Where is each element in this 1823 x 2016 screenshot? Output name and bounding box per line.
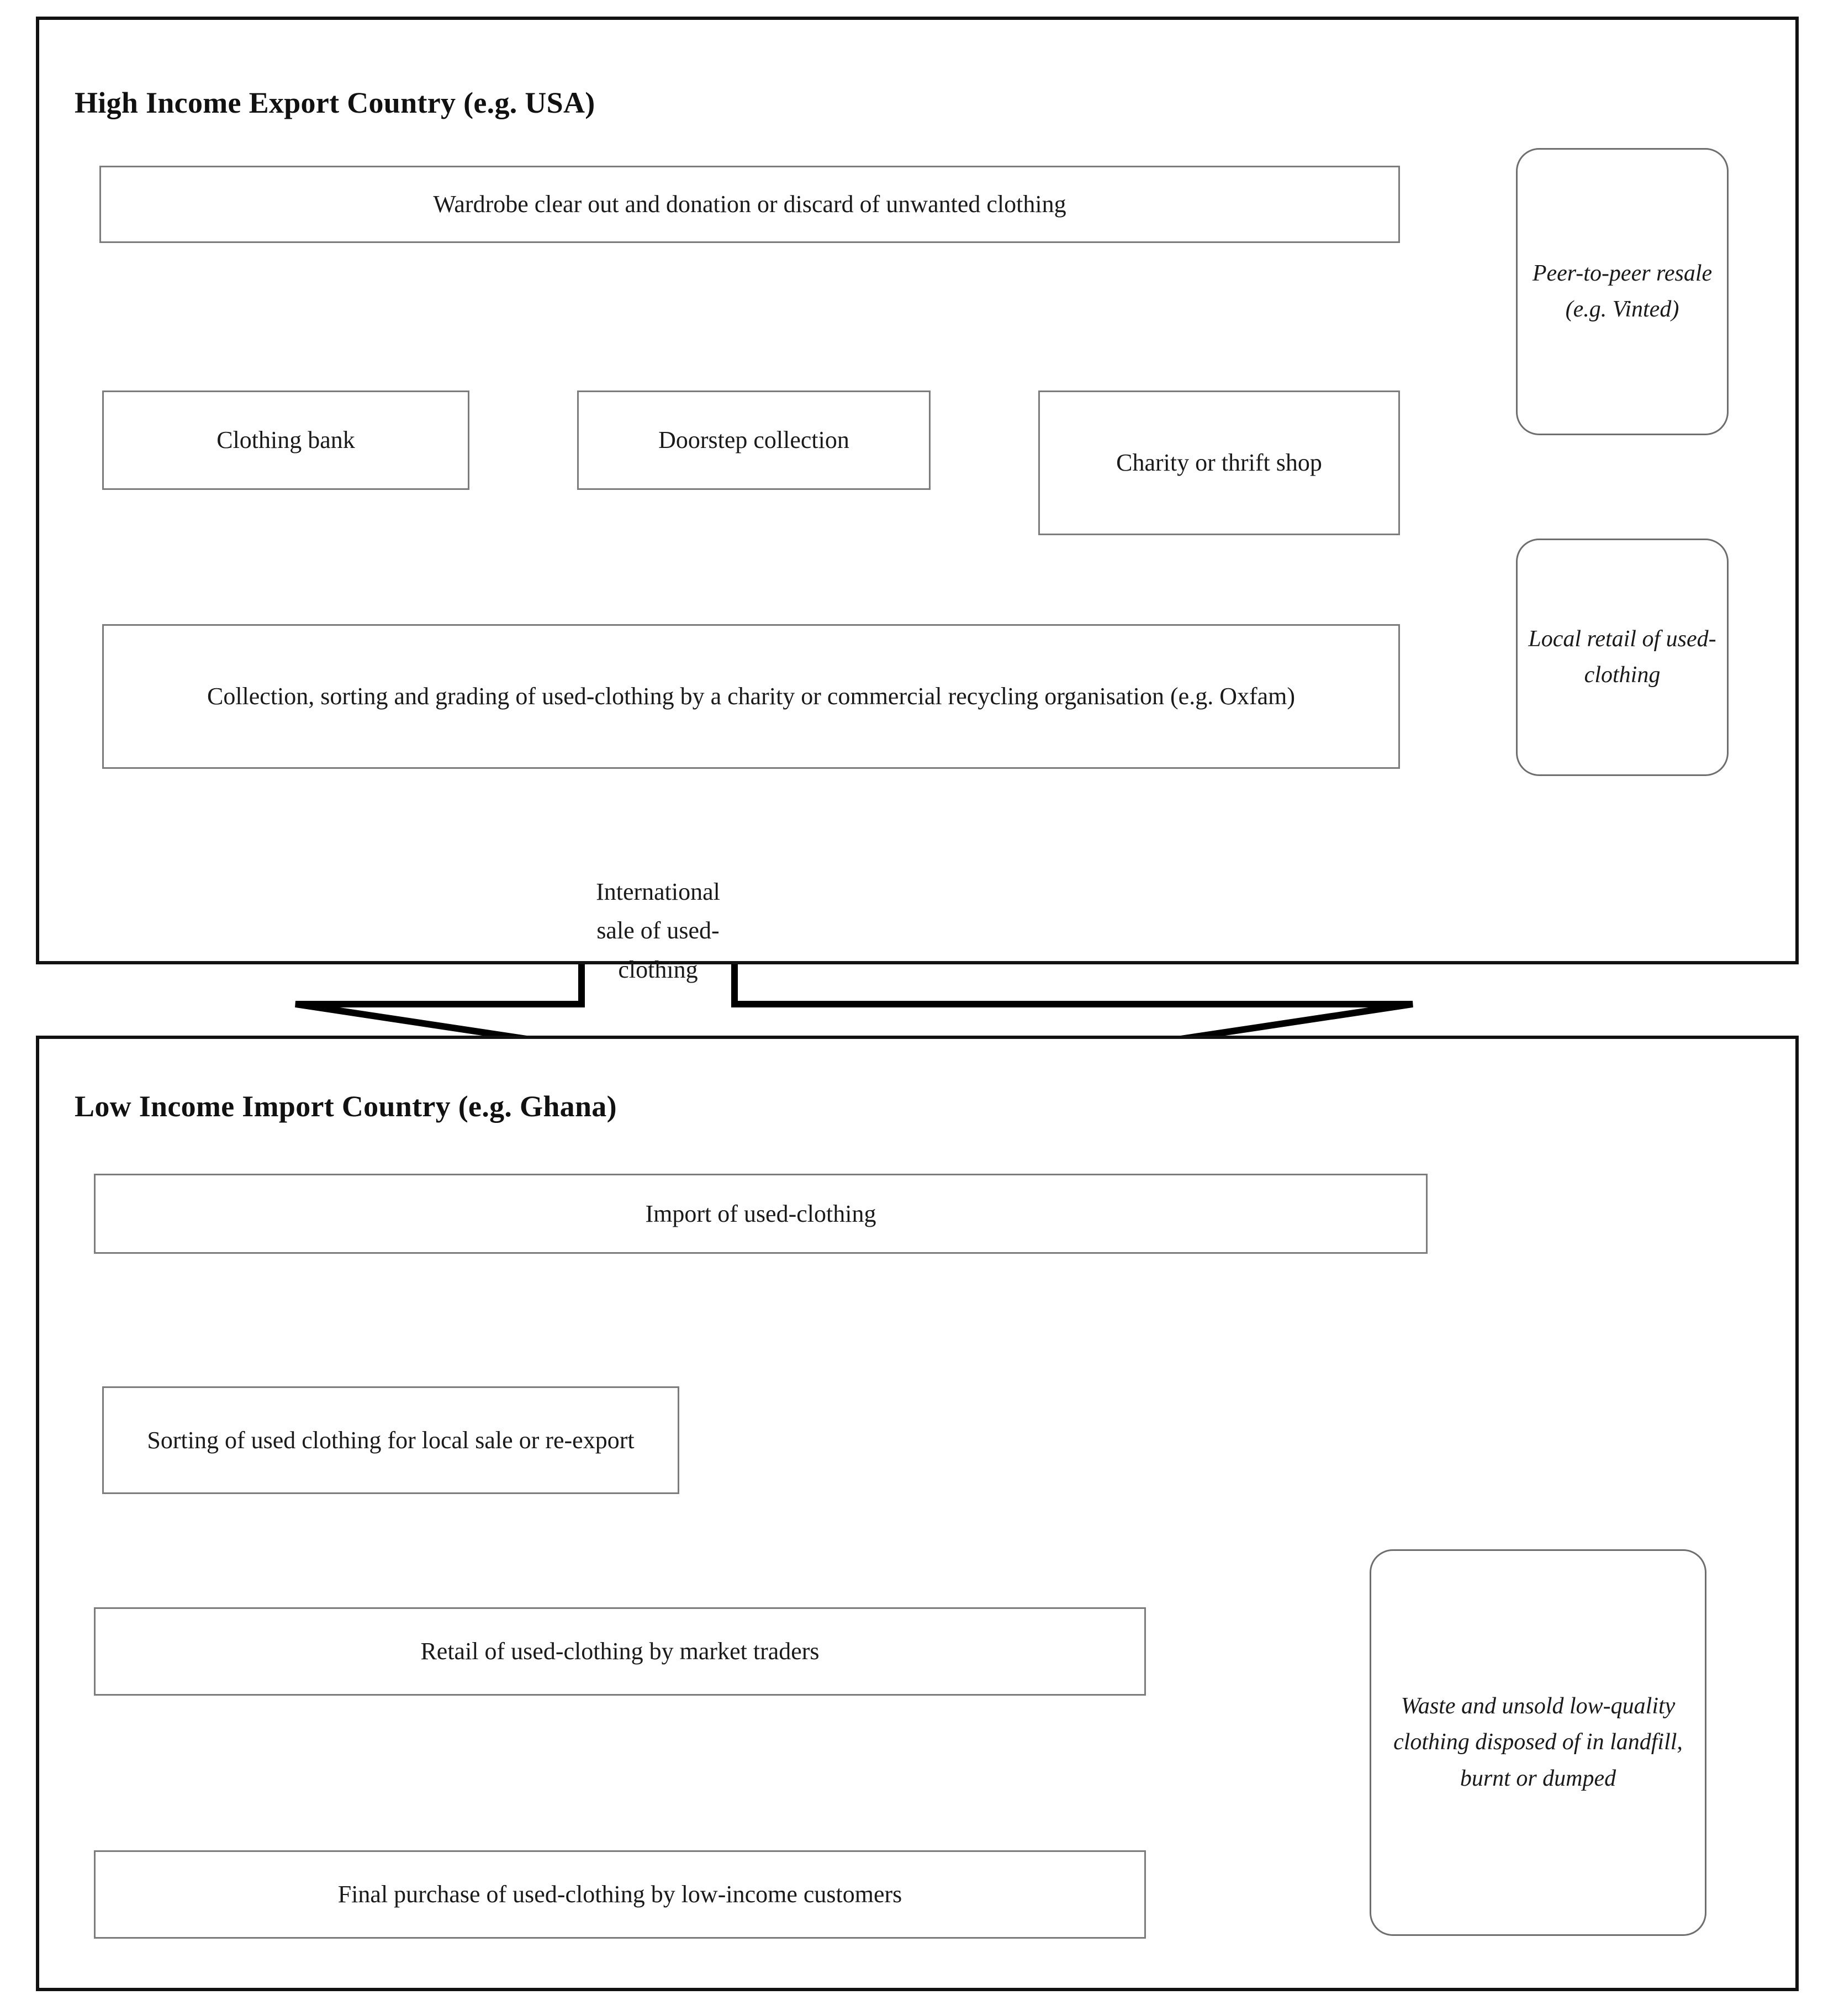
node-final-purchase[interactable]: Final purchase of used-clothing by low-i…	[94, 1850, 1146, 1939]
node-local-retail-of-used-clothing[interactable]: Local retail of used-clothing	[1516, 539, 1729, 776]
node-clothing-bank[interactable]: Clothing bank	[102, 390, 469, 490]
international-sale-label: International sale of used-clothing	[596, 878, 720, 983]
bottom-section-heading: Low Income Import Country (e.g. Ghana)	[75, 1090, 617, 1123]
node-collection-sorting-grading[interactable]: Collection, sorting and grading of used-…	[102, 624, 1400, 769]
node-sorting-for-local-sale[interactable]: Sorting of used clothing for local sale …	[102, 1386, 679, 1494]
node-wardrobe-clear-out[interactable]: Wardrobe clear out and donation or disca…	[99, 166, 1400, 243]
node-charity-or-thrift-shop[interactable]: Charity or thrift shop	[1038, 390, 1400, 535]
node-import-of-used-clothing[interactable]: Import of used-clothing	[94, 1174, 1428, 1254]
node-peer-to-peer-resale[interactable]: Peer-to-peer resale (e.g. Vinted)	[1516, 148, 1729, 435]
node-doorstep-collection[interactable]: Doorstep collection	[577, 390, 931, 490]
node-waste-and-unsold-clothing[interactable]: Waste and unsold low-quality clothing di…	[1370, 1549, 1706, 1936]
top-section-heading: High Income Export Country (e.g. USA)	[75, 86, 595, 119]
node-retail-by-market-traders[interactable]: Retail of used-clothing by market trader…	[94, 1607, 1146, 1696]
